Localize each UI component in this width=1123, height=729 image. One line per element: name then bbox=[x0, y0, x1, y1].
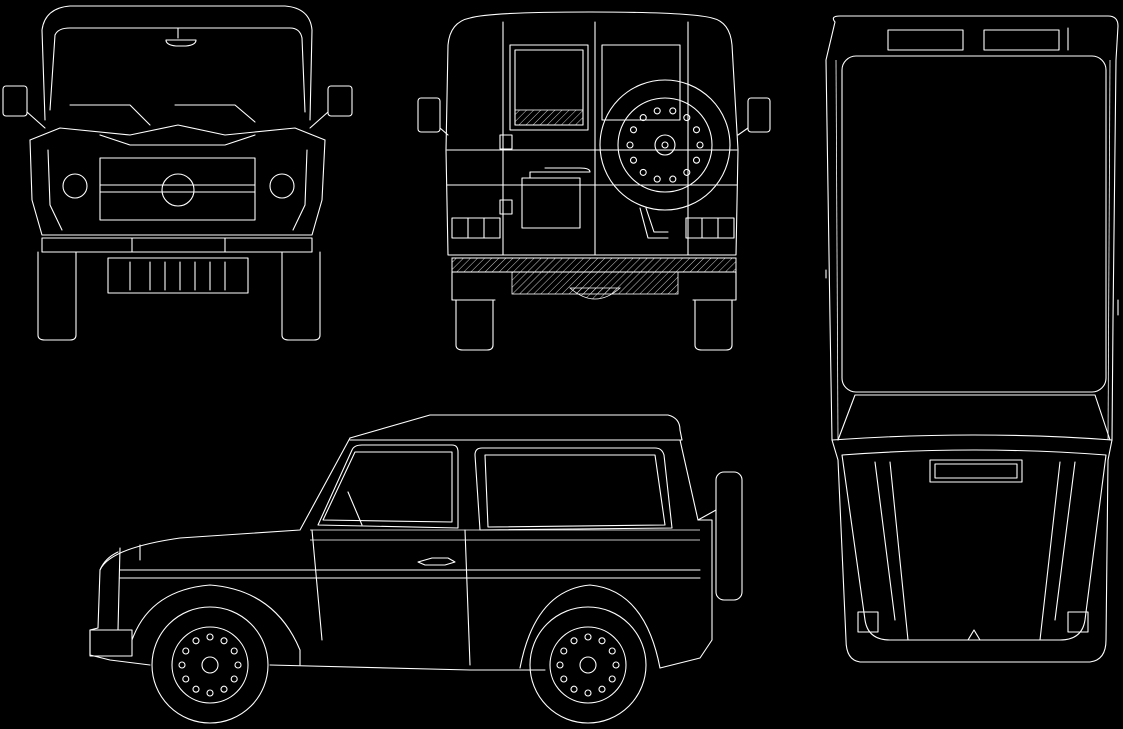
rear-window-left bbox=[509, 44, 589, 131]
wheel-rim-hole bbox=[570, 685, 578, 693]
rear-body-outline bbox=[445, 11, 739, 256]
side-wheel-rear bbox=[529, 606, 647, 724]
wheel-rim-hole bbox=[612, 661, 620, 669]
wheel-rim-hole bbox=[206, 633, 214, 641]
top-view bbox=[825, 15, 1119, 663]
front-bumper bbox=[41, 237, 313, 253]
wheel-rim-hole bbox=[192, 685, 200, 693]
side-wheel-front bbox=[151, 606, 269, 724]
headlight-left bbox=[62, 173, 88, 199]
wheel-rim-hole bbox=[584, 633, 592, 641]
wheel-rim-hole bbox=[608, 675, 616, 683]
rear-light-left bbox=[451, 217, 501, 239]
side-rear-window bbox=[474, 447, 673, 531]
top-roof bbox=[841, 55, 1107, 393]
side-mirror-right bbox=[327, 85, 353, 117]
front-grille bbox=[99, 157, 256, 221]
spare-rim-hole bbox=[683, 114, 691, 122]
wheel-rim-hole bbox=[560, 675, 568, 683]
wheel-rim-hole bbox=[206, 689, 214, 697]
side-door-window-frame bbox=[317, 444, 459, 529]
wheel-rim-hole bbox=[182, 647, 190, 655]
front-tire-left bbox=[37, 251, 77, 341]
wheel-rim-hole bbox=[570, 637, 578, 645]
wheel-rim-hole bbox=[560, 647, 568, 655]
rear-light-right bbox=[685, 217, 735, 239]
front-emblem bbox=[161, 173, 195, 207]
wheel-rim-hole bbox=[230, 675, 238, 683]
rear-window-hatched bbox=[514, 109, 584, 126]
wheel-rim-hole bbox=[556, 661, 564, 669]
wheel-rim-hole bbox=[234, 661, 242, 669]
wheel-rim-hole bbox=[598, 637, 606, 645]
side-door-handle bbox=[417, 557, 456, 566]
spare-rim-hole bbox=[692, 156, 701, 164]
top-outline bbox=[825, 15, 1119, 663]
rear-differential bbox=[568, 287, 622, 300]
rear-tire-left bbox=[455, 299, 494, 351]
spare-rim-hole bbox=[683, 168, 691, 176]
side-view bbox=[89, 414, 743, 724]
spare-rim-hole bbox=[696, 141, 704, 149]
wiper-left bbox=[69, 104, 151, 126]
rear-view-mirror bbox=[165, 39, 197, 47]
wheel-rim-hole bbox=[230, 647, 238, 655]
rear-view bbox=[417, 11, 771, 351]
top-emblem bbox=[967, 629, 981, 641]
wheel-rim-hole bbox=[220, 685, 228, 693]
top-hood bbox=[841, 449, 1107, 641]
front-windshield bbox=[49, 27, 306, 113]
top-hood-vent bbox=[929, 459, 1023, 483]
rear-window-right bbox=[601, 44, 681, 121]
front-body bbox=[29, 139, 326, 236]
wheel-rim-hole bbox=[584, 689, 592, 697]
spare-rim-hole bbox=[669, 107, 677, 115]
front-hood bbox=[29, 124, 326, 141]
wheel-rim-hole bbox=[220, 637, 228, 645]
spare-rim-hole bbox=[639, 114, 647, 122]
spare-rim-hole bbox=[626, 141, 634, 149]
spare-rim-hole bbox=[692, 126, 701, 134]
wiper-right bbox=[174, 104, 256, 123]
side-spare-tire bbox=[715, 471, 743, 601]
wheel-rim-hole bbox=[178, 661, 186, 669]
rear-mirror-right bbox=[747, 97, 771, 133]
headlight-right bbox=[269, 173, 295, 199]
side-mirror-left bbox=[2, 85, 28, 117]
rear-bumper bbox=[451, 257, 737, 273]
spare-rim-hole bbox=[653, 175, 661, 183]
front-tire-right bbox=[281, 251, 321, 341]
top-windshield bbox=[837, 394, 1111, 441]
wheel-rim-hole bbox=[182, 675, 190, 683]
side-roof bbox=[349, 414, 683, 441]
spare-rim-hole bbox=[629, 126, 638, 134]
rear-tire-right bbox=[694, 299, 733, 351]
spare-rim-hole bbox=[653, 107, 661, 115]
front-cab-outline bbox=[41, 5, 313, 121]
spare-rim-hole bbox=[629, 156, 638, 164]
spare-rim-hole bbox=[639, 168, 647, 176]
spare-tire bbox=[599, 79, 731, 211]
wheel-rim-hole bbox=[192, 637, 200, 645]
wheel-rim-hole bbox=[608, 647, 616, 655]
top-vent-right bbox=[983, 29, 1060, 51]
license-plate-area bbox=[521, 177, 581, 229]
front-view bbox=[2, 5, 353, 341]
spare-rim-hole bbox=[669, 175, 677, 183]
rear-mirror-left bbox=[417, 97, 441, 133]
top-vent-left bbox=[887, 29, 964, 51]
side-body-outline bbox=[89, 437, 713, 671]
wheel-rim-hole bbox=[598, 685, 606, 693]
